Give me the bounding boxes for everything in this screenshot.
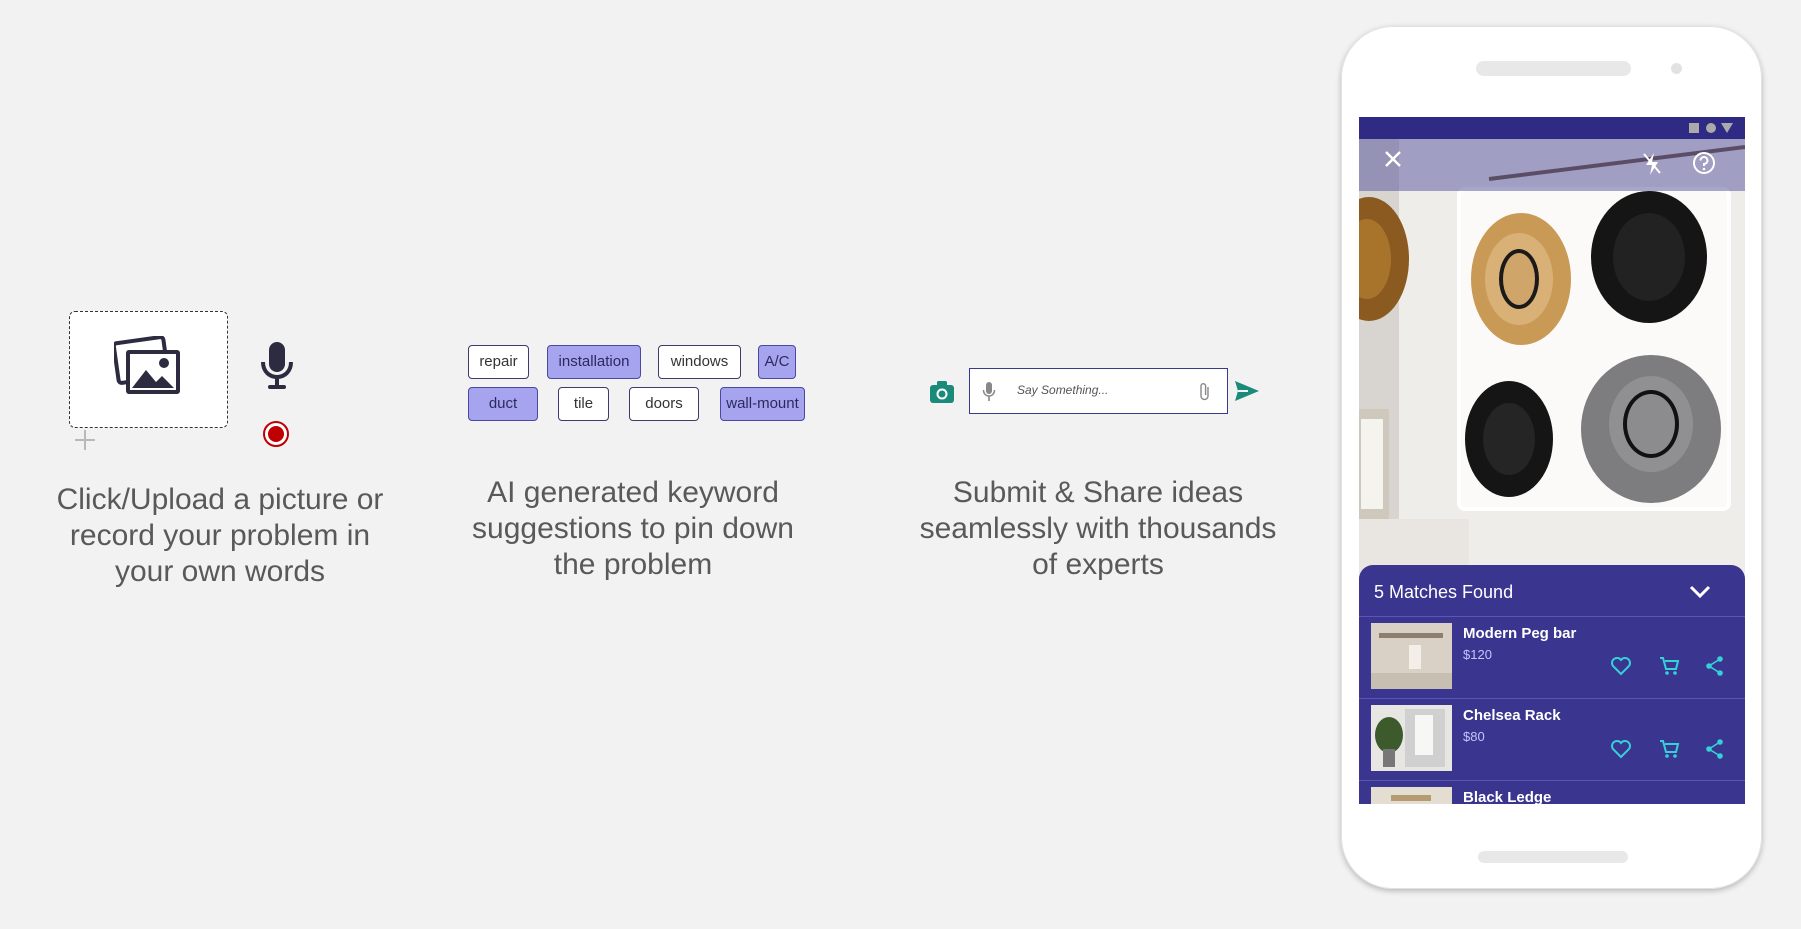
- record-icon[interactable]: [263, 421, 289, 447]
- chevron-down-icon[interactable]: [1687, 581, 1713, 601]
- keyword-chip[interactable]: installation: [547, 345, 641, 379]
- attachment-icon[interactable]: [1198, 381, 1212, 403]
- keyword-chip[interactable]: wall-mount: [720, 387, 805, 421]
- recent-apps-icon: [1689, 123, 1699, 133]
- app-screen: 5 Matches Found Modern Peg bar $120: [1359, 117, 1745, 804]
- help-icon[interactable]: [1692, 151, 1716, 175]
- product-name: Black Ledge: [1463, 789, 1552, 804]
- heart-icon[interactable]: [1610, 739, 1632, 759]
- share-icon[interactable]: [1704, 655, 1726, 677]
- keyword-chip[interactable]: A/C: [758, 345, 796, 379]
- cart-icon[interactable]: [1658, 738, 1680, 760]
- camera-toolbar: [1359, 139, 1745, 191]
- back-icon: [1721, 123, 1733, 133]
- microphone-icon[interactable]: [982, 381, 996, 403]
- image-gallery-icon: [114, 336, 180, 394]
- flash-off-icon[interactable]: [1641, 151, 1663, 177]
- upload-caption: Click/Upload a picture or record your pr…: [56, 483, 384, 588]
- phone-speaker: [1476, 61, 1631, 76]
- keyword-chip[interactable]: duct: [468, 387, 538, 421]
- submit-caption: Submit & Share ideas seamlessly with tho…: [919, 476, 1277, 581]
- product-name: Modern Peg bar: [1463, 625, 1577, 642]
- phone-home-bar: [1478, 851, 1628, 863]
- camera-preview-image: [1359, 139, 1745, 609]
- close-icon[interactable]: [1383, 149, 1403, 169]
- message-input[interactable]: Say Something...: [969, 368, 1228, 414]
- microphone-icon[interactable]: [259, 340, 295, 392]
- keyword-chip[interactable]: doors: [629, 387, 699, 421]
- message-placeholder: Say Something...: [1017, 383, 1109, 397]
- cart-icon[interactable]: [1658, 655, 1680, 677]
- heart-icon[interactable]: [1610, 656, 1632, 676]
- product-thumbnail: [1371, 787, 1452, 804]
- product-row[interactable]: Modern Peg bar $120: [1359, 616, 1745, 699]
- share-icon[interactable]: [1704, 738, 1726, 760]
- status-bar: [1359, 117, 1745, 139]
- matches-title: 5 Matches Found: [1374, 582, 1514, 602]
- product-row[interactable]: Chelsea Rack $80: [1359, 698, 1745, 781]
- keyword-chip[interactable]: tile: [558, 387, 609, 421]
- product-thumbnail: [1371, 623, 1452, 689]
- send-icon[interactable]: [1234, 380, 1260, 402]
- product-name: Chelsea Rack: [1463, 707, 1561, 724]
- product-price: $120: [1463, 647, 1492, 662]
- upload-picture-dropzone[interactable]: [69, 311, 228, 428]
- product-row[interactable]: Black Ledge: [1359, 780, 1745, 804]
- product-price: $80: [1463, 729, 1485, 744]
- camera-icon[interactable]: [929, 380, 955, 404]
- home-icon: [1706, 123, 1716, 133]
- plus-icon[interactable]: [72, 427, 98, 453]
- matches-panel: 5 Matches Found Modern Peg bar $120: [1359, 565, 1745, 804]
- keyword-chip[interactable]: windows: [658, 345, 741, 379]
- phone-camera: [1671, 63, 1682, 74]
- keyword-chip[interactable]: repair: [468, 345, 529, 379]
- keywords-caption: AI generated keyword suggestions to pin …: [472, 476, 794, 581]
- product-thumbnail: [1371, 705, 1452, 771]
